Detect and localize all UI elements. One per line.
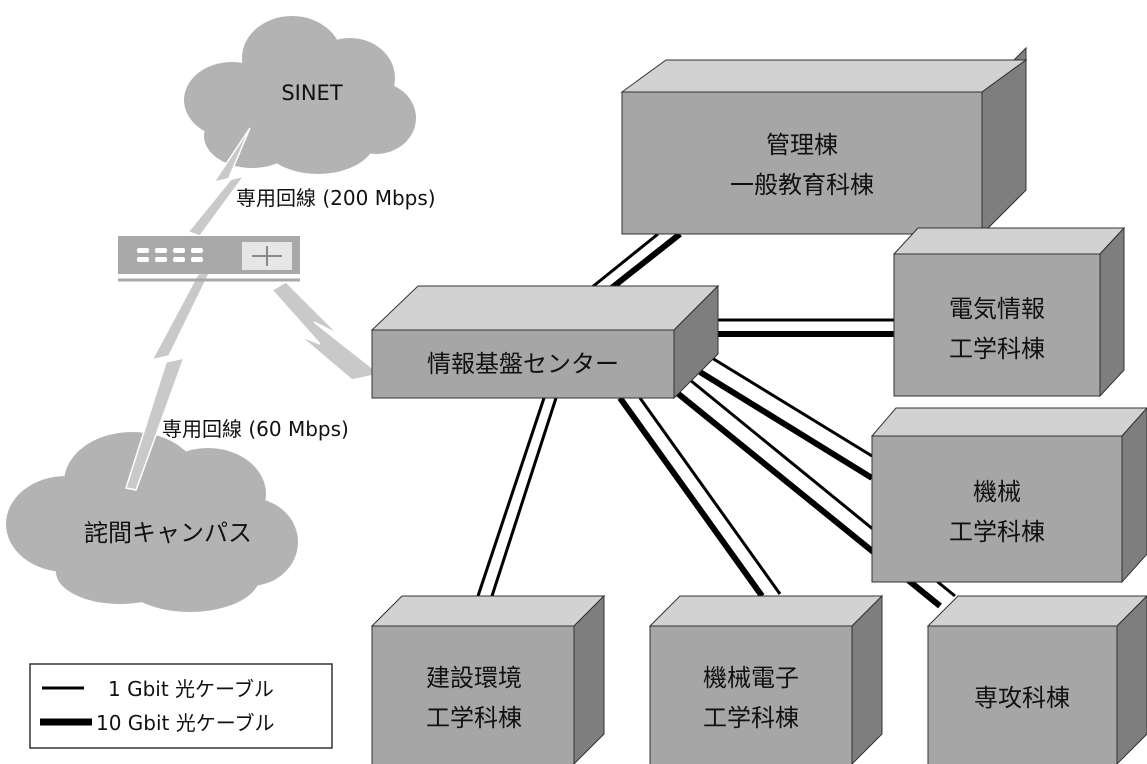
router-ports-icon	[137, 248, 203, 262]
cable-center-mechatronics	[617, 396, 782, 598]
building-mechanical: 機械 工学科棟	[870, 407, 1147, 584]
cable-center-mechanical	[698, 356, 874, 481]
legend: 1 Gbit 光ケーブル 10 Gbit 光ケーブル	[29, 663, 333, 749]
building-senko-label: 専攻科棟	[974, 684, 1070, 712]
building-mechatronics-line2: 工学科棟	[703, 704, 799, 732]
cloud-takuma-label: 詫間キャンパス	[84, 519, 252, 547]
cable-center-electrical	[716, 318, 894, 337]
lightning-sinet-router	[186, 127, 251, 237]
legend-thick-label: 10 Gbit 光ケーブル	[96, 711, 275, 735]
building-senko: 専攻科棟	[926, 595, 1147, 764]
leased-line-200-label: 専用回線 (200 Mbps)	[236, 186, 436, 210]
building-mechatronics: 機械電子 工学科棟	[648, 594, 884, 764]
cable-center-construction	[476, 397, 558, 597]
cloud-takuma: 詫間キャンパス	[6, 432, 298, 612]
cloud-sinet: SINET	[184, 16, 416, 174]
building-admin-line1: 管理棟	[766, 131, 838, 159]
building-construction-line2: 工学科棟	[426, 704, 522, 732]
building-mechanical-line2: 工学科棟	[949, 518, 1045, 546]
building-electrical-line1: 電気情報	[949, 295, 1045, 323]
lightning-router-center	[270, 281, 382, 381]
building-center-label: 情報基盤センター	[427, 350, 619, 378]
building-admin: 管理棟 一般教育科棟	[620, 46, 1028, 236]
building-mechatronics-line1: 機械電子	[703, 664, 799, 692]
cloud-sinet-label: SINET	[281, 81, 343, 105]
building-construction-line1: 建設環境	[426, 664, 522, 692]
building-electrical-line2: 工学科棟	[949, 335, 1045, 363]
cable-center-admin	[585, 231, 682, 297]
leased-line-60-label: 専用回線 (60 Mbps)	[162, 417, 349, 441]
legend-thin-label: 1 Gbit 光ケーブル	[108, 677, 274, 701]
building-construction: 建設環境 工学科棟	[370, 594, 606, 764]
building-center: 情報基盤センター	[370, 284, 720, 400]
lightning-router-takuma	[125, 271, 212, 491]
router-icon	[118, 236, 300, 282]
building-electrical: 電気情報 工学科棟	[892, 226, 1126, 398]
building-mechanical-line1: 機械	[973, 478, 1021, 506]
building-admin-line2: 一般教育科棟	[730, 171, 874, 199]
